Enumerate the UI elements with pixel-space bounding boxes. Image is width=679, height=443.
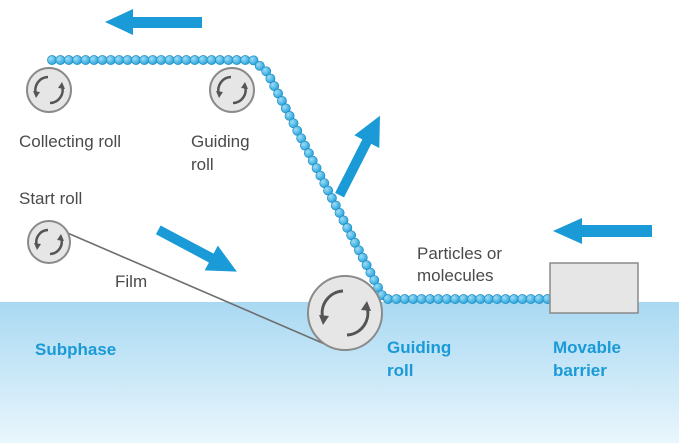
particle (72, 55, 83, 65)
particle (475, 294, 486, 304)
particle (534, 294, 545, 304)
collecting-roll (26, 67, 72, 113)
particle (254, 61, 265, 71)
particle (492, 294, 503, 304)
particle (231, 55, 242, 65)
rotation-icon (34, 228, 64, 256)
guiding-roll-bottom-label-line1: Guiding (387, 338, 451, 357)
particles-label-line2: molecules (417, 266, 494, 285)
particle-chain (47, 55, 553, 304)
particle (240, 55, 251, 65)
arrow-left-top (105, 9, 202, 35)
particle (97, 55, 108, 65)
guiding-roll-top-label-line2: roll (191, 155, 214, 174)
rotation-icon (33, 75, 65, 105)
guiding-roll-bottom-label-line2: roll (387, 361, 413, 380)
particle (425, 294, 435, 304)
particle (55, 55, 66, 65)
particle (399, 294, 410, 304)
particle (156, 55, 167, 65)
particle (433, 294, 444, 304)
guiding-roll-top-label-line1: Guiding (191, 132, 250, 151)
particle (248, 55, 259, 66)
particle (114, 55, 125, 65)
particle (525, 294, 536, 304)
movable-barrier-label-line1: Movable (553, 338, 621, 357)
particle (164, 55, 175, 65)
particle (80, 55, 91, 65)
particle (198, 55, 209, 65)
particle (517, 294, 528, 304)
particle (458, 294, 469, 304)
start-roll-label: Start roll (19, 189, 82, 208)
particle (122, 55, 133, 65)
particle (509, 294, 519, 304)
movable-barrier (549, 262, 639, 314)
particle (63, 55, 74, 65)
particle (206, 55, 217, 65)
arrow-left-barrier (553, 218, 652, 244)
subphase-label: Subphase (35, 340, 116, 359)
particle (261, 66, 272, 77)
arrow-up-diagonal (335, 115, 380, 198)
particle (441, 294, 452, 304)
collecting-roll-label: Collecting roll (19, 132, 121, 151)
particle (189, 55, 200, 65)
particle (483, 294, 494, 304)
rotation-icon (216, 75, 248, 105)
guiding-roll-top (209, 67, 255, 113)
particle (500, 294, 511, 304)
start-roll (27, 220, 71, 264)
particle (408, 294, 419, 304)
particle (223, 55, 234, 65)
particle (391, 294, 402, 304)
particle (47, 55, 57, 65)
particle (215, 55, 225, 65)
particles-label-line1: Particles or (417, 244, 502, 263)
particle (131, 55, 141, 65)
particle (416, 294, 427, 304)
particle (147, 55, 158, 65)
particle (89, 55, 99, 65)
film-label: Film (115, 272, 147, 291)
arrow-down-diagonal (155, 225, 237, 272)
particle (139, 55, 150, 65)
particle (181, 55, 192, 65)
film-line (48, 224, 335, 349)
particle (450, 294, 461, 304)
particle (173, 55, 183, 65)
particle (383, 294, 393, 304)
movable-barrier-label-line2: barrier (553, 361, 607, 380)
particle (105, 55, 116, 65)
guiding-roll-bottom (307, 275, 383, 351)
particle (467, 294, 477, 304)
rotation-icon (319, 289, 371, 337)
